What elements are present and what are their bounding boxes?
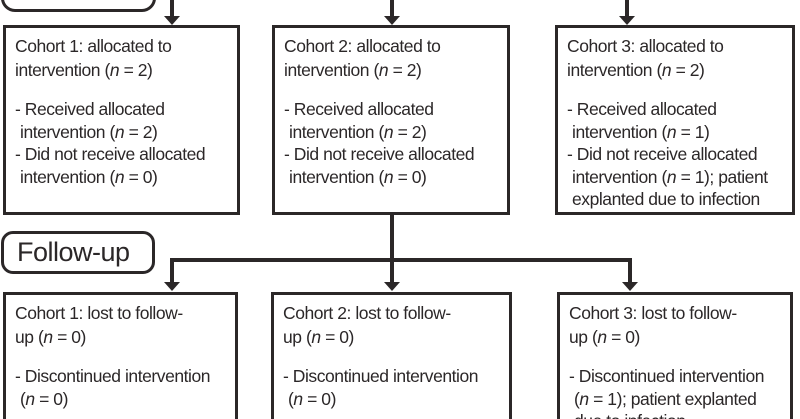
branch-arrow-down-cohort3-icon bbox=[622, 281, 638, 291]
box-cohort-3-followup-text: Cohort 3: lost to follow-up (n = 0)- Dis… bbox=[569, 303, 765, 419]
flow-arrow-down-cohort3-shaft bbox=[625, 0, 629, 17]
stage-label-followup: Follow-up bbox=[1, 231, 155, 274]
box-cohort-3-followup: Cohort 3: lost to follow-up (n = 0)- Dis… bbox=[557, 292, 793, 419]
connector-branch-right-drop bbox=[628, 258, 632, 284]
box-cohort-1-followup: Cohort 1: lost to follow-up (n = 0)- Dis… bbox=[3, 292, 238, 419]
box-cohort-2-followup: Cohort 2: lost to follow-up (n = 0)- Dis… bbox=[271, 292, 512, 419]
flow-arrow-down-cohort2-icon bbox=[384, 15, 400, 25]
stage-label-box-partial bbox=[0, 0, 156, 12]
flow-arrow-down-cohort1-icon bbox=[164, 15, 180, 25]
branch-arrow-down-cohort2-icon bbox=[384, 281, 400, 291]
box-cohort-2-followup-text: Cohort 2: lost to follow-up (n = 0)- Dis… bbox=[283, 303, 479, 409]
flow-arrow-down-cohort1-shaft bbox=[170, 0, 174, 17]
connector-branch-horizontal bbox=[170, 258, 632, 262]
flow-arrow-down-cohort3-icon bbox=[619, 15, 635, 25]
box-cohort-1-followup-text: Cohort 1: lost to follow-up (n = 0)- Dis… bbox=[15, 303, 211, 409]
branch-arrow-down-cohort1-icon bbox=[164, 281, 180, 291]
connector-cohort2-down bbox=[390, 214, 394, 283]
stage-label-followup-text: Follow-up bbox=[17, 236, 130, 267]
flow-arrow-down-cohort2-shaft bbox=[390, 0, 394, 17]
connector-branch-left-drop bbox=[170, 258, 174, 284]
